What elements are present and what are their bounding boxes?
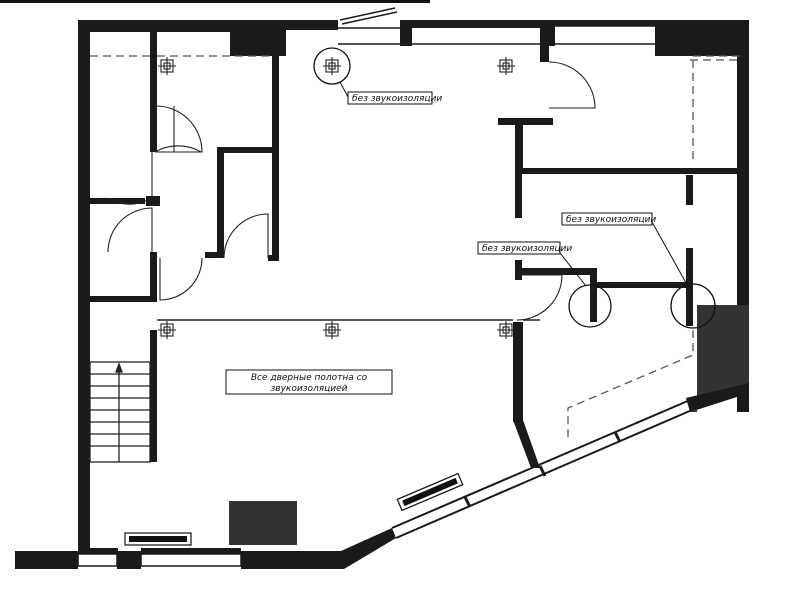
svg-text:без звукоизоляции: без звукоизоляции bbox=[352, 94, 442, 104]
cabinet-block bbox=[229, 501, 297, 545]
leader-lines bbox=[339, 81, 691, 291]
radiator bbox=[124, 532, 192, 546]
angled-wall bbox=[341, 528, 396, 569]
vent-icon bbox=[497, 57, 515, 75]
angled-glazing bbox=[391, 399, 693, 539]
vent-icon bbox=[497, 321, 515, 339]
svg-text:без звукоизоляции: без звукоизоляции bbox=[566, 215, 656, 225]
label-no-soundproofing-2: без звукоизоляции bbox=[477, 241, 572, 255]
corner-block-right bbox=[690, 305, 749, 412]
top-windows bbox=[338, 7, 655, 45]
vent-icon bbox=[158, 57, 176, 75]
dashed-lines bbox=[90, 55, 740, 440]
label-no-soundproofing-3: без звукоизоляции bbox=[561, 212, 656, 226]
vent-icons bbox=[158, 57, 515, 339]
interior-walls bbox=[90, 32, 737, 468]
label-all-doors-soundproofed: Все дверные полотна со звукоизоляцией bbox=[225, 369, 393, 395]
staircase bbox=[89, 361, 151, 463]
top-dimension-line bbox=[0, 0, 430, 3]
svg-text:без звукоизоляции: без звукоизоляции bbox=[482, 244, 572, 254]
svg-text:Все дверные полотна со: Все дверные полотна со bbox=[251, 373, 368, 383]
vent-icon bbox=[323, 321, 341, 339]
vent-icon bbox=[158, 321, 176, 339]
bottom-windows bbox=[77, 553, 242, 567]
vent-icon bbox=[323, 57, 341, 75]
radiator bbox=[396, 472, 464, 512]
highlight-circles bbox=[313, 47, 716, 329]
door-swings bbox=[105, 61, 596, 321]
svg-text:звукоизоляцией: звукоизоляцией bbox=[270, 384, 347, 394]
angled-wall-right bbox=[686, 383, 749, 412]
label-no-soundproofing-1: без звукоизоляции bbox=[347, 91, 442, 105]
